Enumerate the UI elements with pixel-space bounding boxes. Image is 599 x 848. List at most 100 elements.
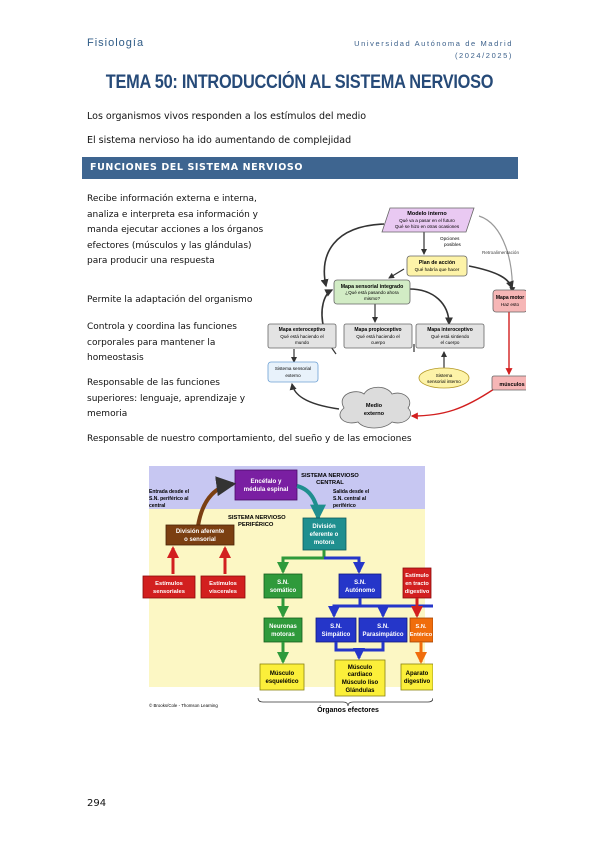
sensorial-externo-line-1: Sistema sensorial [275, 366, 311, 371]
eferente-line-3: motora [314, 540, 335, 546]
page-title: TEMA 50: INTRODUCCIÓN AL SISTEMA NERVIOS… [105, 72, 494, 93]
mapa-propioceptivo-line-1: Qué está haciendo el [356, 334, 399, 339]
opciones-label-1: Opciones [440, 236, 460, 241]
aparato-digestivo-line-2: digestivo [404, 679, 431, 685]
nervous-system-maps-diagram: Modelo interno Qué va a pasar en el futu… [267, 207, 526, 429]
enterico-line-2: Entérico [410, 632, 433, 638]
plan-accion-box [406, 255, 468, 277]
salida-label-2: S.N. central al [333, 496, 367, 502]
simpatico-line-2: Simpático [322, 632, 351, 638]
salida-label-3: periférico [333, 503, 356, 509]
modelo-interno-title: Modelo interno [407, 211, 447, 217]
mapa-exteroceptivo-box [267, 323, 337, 349]
header-university-block: Universidad Autónoma de Madrid (2024/202… [354, 38, 513, 62]
parasimpatico-line-2: Parasimpático [362, 632, 403, 638]
mapa-motor-line: Haz esto [501, 302, 520, 307]
estimulo-digestivo-line-3: digestivo [405, 589, 430, 595]
modelo-interno-line-1: Qué va a pasar en el futuro [399, 218, 455, 223]
mapa-motor-title: Mapa motor [496, 295, 524, 301]
aparato-digestivo-box [400, 663, 433, 691]
snp-label-1: SISTEMA NERVIOSO [228, 515, 286, 521]
header-subject: Fisiología [87, 37, 145, 49]
eferente-line-1: División [312, 524, 336, 530]
copyright-credit: © Brooks/Cole - Thomson Learning [149, 703, 218, 708]
estimulos-sensoriales-box [142, 575, 196, 599]
musculos-box [491, 375, 526, 391]
mapa-integrado-title: Mapa sensorial integrado [341, 284, 404, 290]
parasimpatico-line-1: S.N. [377, 624, 389, 630]
intro-line-2: El sistema nervioso ha ido aumentando de… [87, 135, 352, 146]
entrada-label-2: S.N. periférico al [149, 496, 189, 502]
function-5: Responsable de nuestro comportamiento, d… [87, 434, 412, 444]
sensorial-interno-ellipse [418, 367, 470, 389]
aferente-line-2: o sensorial [184, 537, 216, 543]
autonomo-box [338, 573, 382, 599]
nervous-system-organization-diagram: SISTEMA NERVIOSO CENTRAL Encéfalo y médu… [142, 466, 433, 714]
intro-line-1: Los organismos vivos responden a los est… [87, 111, 367, 122]
musculo-cardiaco-box [334, 659, 386, 697]
mapa-interoceptivo-line-1: Qué está sintiendo [431, 334, 470, 339]
mapa-propioceptivo-line-2: cuerpo [371, 340, 385, 345]
sensorial-interno-line-2: sensorial interno [427, 379, 461, 384]
sensorial-externo-line-2: externo [285, 373, 301, 378]
function-4: Responsable de las funciones superiores:… [87, 378, 246, 419]
encefalo-box [234, 469, 298, 501]
musculo-cardiaco-line-4: Glándulas [345, 688, 375, 694]
mapa-integrado-line-2: mismo? [364, 296, 381, 301]
sensorial-interno-line-1: Sistema [436, 373, 453, 378]
mapa-interoceptivo-box [415, 323, 485, 349]
estimulos-viscerales-line-1: Estímulos [209, 581, 237, 587]
estimulo-digestivo-line-1: Estímulo [405, 573, 429, 579]
snc-label-2: CENTRAL [316, 480, 344, 486]
mapa-propioceptivo-title: Mapa propioceptivo [354, 327, 401, 333]
simpatico-box [315, 617, 357, 643]
musculo-cardiaco-line-1: Músculo [348, 665, 373, 671]
encefalo-line-1: Encéfalo y [251, 478, 283, 485]
mapa-integrado-box [333, 279, 411, 305]
medio-externo-line-1: Medio [366, 403, 383, 409]
musculos-label: músculos [499, 382, 524, 388]
section-heading: FUNCIONES DEL SISTEMA NERVIOSO [90, 162, 304, 173]
organos-efectores-label: Órganos efectores [317, 705, 379, 714]
estimulo-digestivo-line-2: en tracto [405, 581, 429, 587]
page-number: 294 [87, 798, 107, 809]
autonomo-line-2: Autónomo [345, 588, 375, 594]
somatico-line-2: somático [270, 588, 297, 594]
musculo-esqueletico-box [259, 663, 305, 691]
plan-accion-line: Qué habría que hacer [415, 267, 460, 272]
musculo-esqueletico-line-2: esquelético [265, 679, 298, 685]
simpatico-line-1: S.N. [330, 624, 342, 630]
sensorial-externo-box [267, 361, 319, 383]
musculo-esqueletico-line-1: Músculo [270, 671, 295, 677]
header-year: (2024/2025) [454, 51, 513, 60]
somatico-line-1: S.N. [277, 580, 289, 586]
aparato-digestivo-line-1: Aparato [406, 671, 429, 677]
neuronas-motoras-line-1: Neuronas [269, 624, 297, 630]
enterico-line-1: S.N. [416, 624, 427, 630]
retroalimentacion-label: Retroalimentación [482, 250, 519, 255]
aferente-box [165, 524, 235, 546]
medio-externo-line-2: externo [364, 411, 385, 417]
mapa-integrado-line-1: ¿Qué está pasando ahora [345, 290, 399, 295]
mapa-propioceptivo-box [343, 323, 413, 349]
neuronas-motoras-line-2: motoras [271, 632, 295, 638]
musculo-cardiaco-line-3: Músculo liso [342, 680, 379, 686]
modelo-interno-box [381, 207, 475, 233]
parasimpatico-box [358, 617, 408, 643]
entrada-label-3: central [149, 503, 166, 509]
mapa-exteroceptivo-title: Mapa exteroceptivo [279, 327, 326, 333]
encefalo-line-2: médula espinal [244, 486, 289, 493]
estimulos-viscerales-line-2: viscerales [209, 589, 237, 595]
somatico-box [263, 573, 303, 599]
medio-externo-cloud [339, 386, 411, 429]
mapa-motor-box [492, 289, 526, 313]
mapa-interoceptivo-title: Mapa interoceptivo [427, 327, 473, 333]
snp-label-2: PERIFÉRICO [238, 520, 274, 528]
estimulos-sensoriales-line-2: sensoriales [153, 589, 185, 595]
function-2: Permite la adaptación del organismo [87, 295, 253, 305]
salida-label-1: Salida desde el [333, 489, 370, 495]
mapa-interoceptivo-line-2: el cuerpo [441, 340, 460, 345]
plan-accion-title: Plan de acción [419, 260, 455, 266]
eferente-line-2: eferente o [310, 532, 339, 538]
opciones-label-2: posibles [444, 242, 462, 247]
